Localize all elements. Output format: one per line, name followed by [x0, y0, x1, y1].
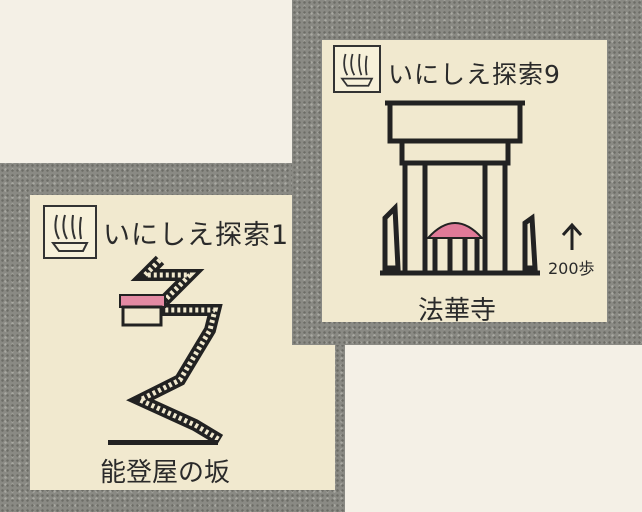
slope-illustration: [108, 255, 224, 446]
distance-label: 200歩: [548, 259, 595, 278]
left-plaque-name: 能登屋の坂: [100, 458, 231, 488]
left-plaque-title: いにしえ探索1: [103, 220, 290, 251]
ship-icon: [333, 45, 381, 93]
right-plaque-title: いにしえ探索9: [388, 60, 561, 89]
right-plaque-name: 法華寺: [418, 296, 497, 326]
arrow-up-icon: [561, 222, 583, 250]
ship-icon: [43, 205, 97, 259]
temple-gate-illustration: [380, 100, 540, 276]
